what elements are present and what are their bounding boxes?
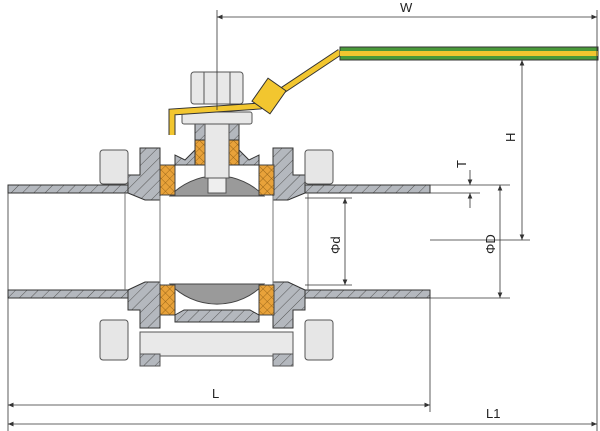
- dim-label-l: L: [212, 386, 219, 401]
- dim-label-t: T: [454, 160, 469, 168]
- seats: [159, 164, 275, 316]
- dim-label-h: H: [503, 133, 518, 142]
- dim-label-D: ΦD: [483, 234, 498, 254]
- dimension-lines: [7, 10, 598, 431]
- pipe-walls: [7, 184, 431, 299]
- dim-label-l1: L1: [486, 406, 500, 421]
- end-caps: [127, 147, 306, 329]
- handle: [168, 46, 599, 135]
- bolts: [99, 149, 334, 367]
- center-body: [174, 117, 260, 323]
- ball: [159, 174, 274, 305]
- dim-label-w: W: [400, 0, 413, 15]
- dim-label-d: Φd: [328, 236, 343, 254]
